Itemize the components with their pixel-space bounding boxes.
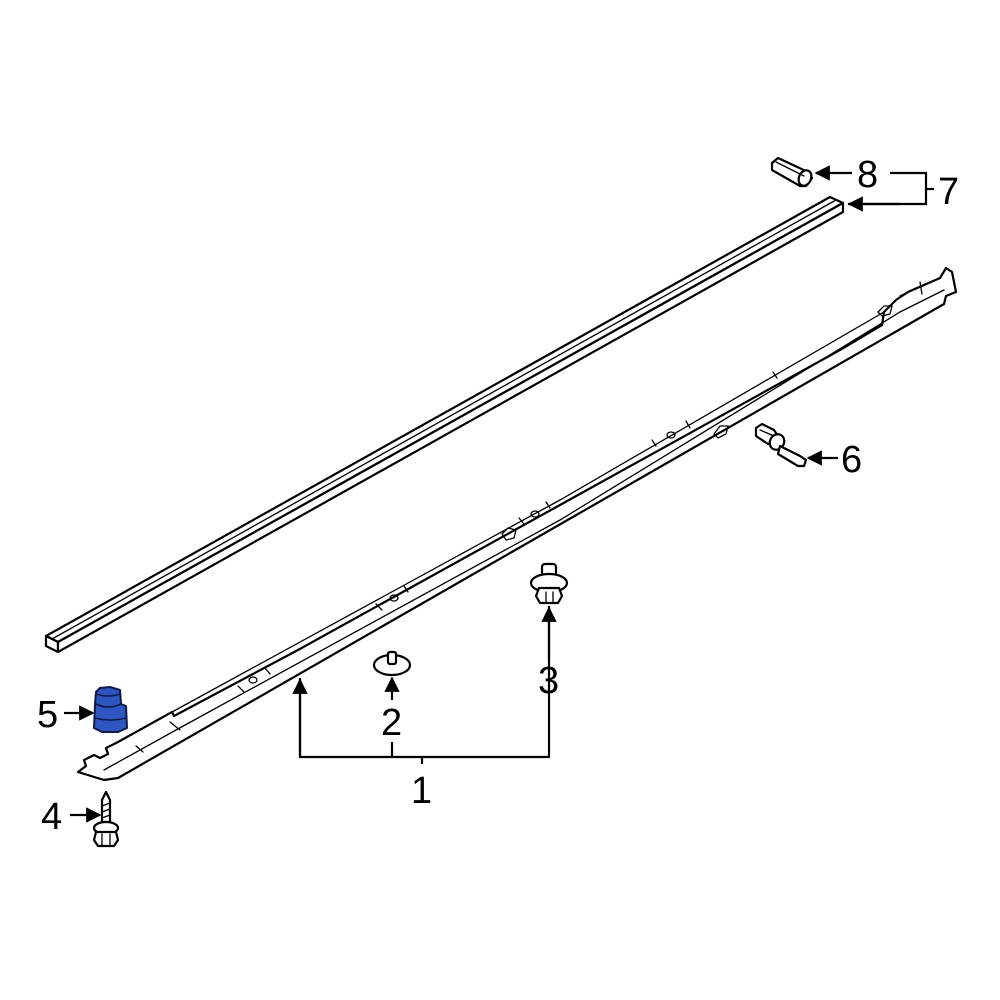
upper-strip-part[interactable] — [44, 195, 845, 654]
callout-8[interactable]: 8 — [857, 154, 878, 196]
round-clip-part[interactable] — [372, 650, 412, 677]
rocker-panel-part[interactable] — [76, 266, 958, 782]
bumper-stopper-part[interactable] — [93, 686, 128, 733]
callout-4[interactable]: 4 — [41, 796, 62, 838]
screw-part[interactable] — [92, 790, 120, 848]
end-cap-part[interactable] — [770, 156, 814, 188]
callout-7[interactable]: 7 — [938, 171, 959, 213]
callout-2[interactable]: 2 — [381, 702, 402, 744]
callout-5[interactable]: 5 — [37, 694, 58, 736]
callout-6[interactable]: 6 — [841, 439, 862, 481]
callout-labels: 1 2 3 4 5 6 7 8 — [37, 154, 959, 838]
mounting-holes — [135, 281, 923, 753]
callout-3[interactable]: 3 — [538, 660, 559, 702]
callout-leaders — [64, 165, 934, 823]
push-pin-clip-part[interactable] — [754, 422, 808, 468]
flange-nut-clip-part[interactable] — [529, 562, 569, 605]
callout-1[interactable]: 1 — [411, 770, 432, 812]
